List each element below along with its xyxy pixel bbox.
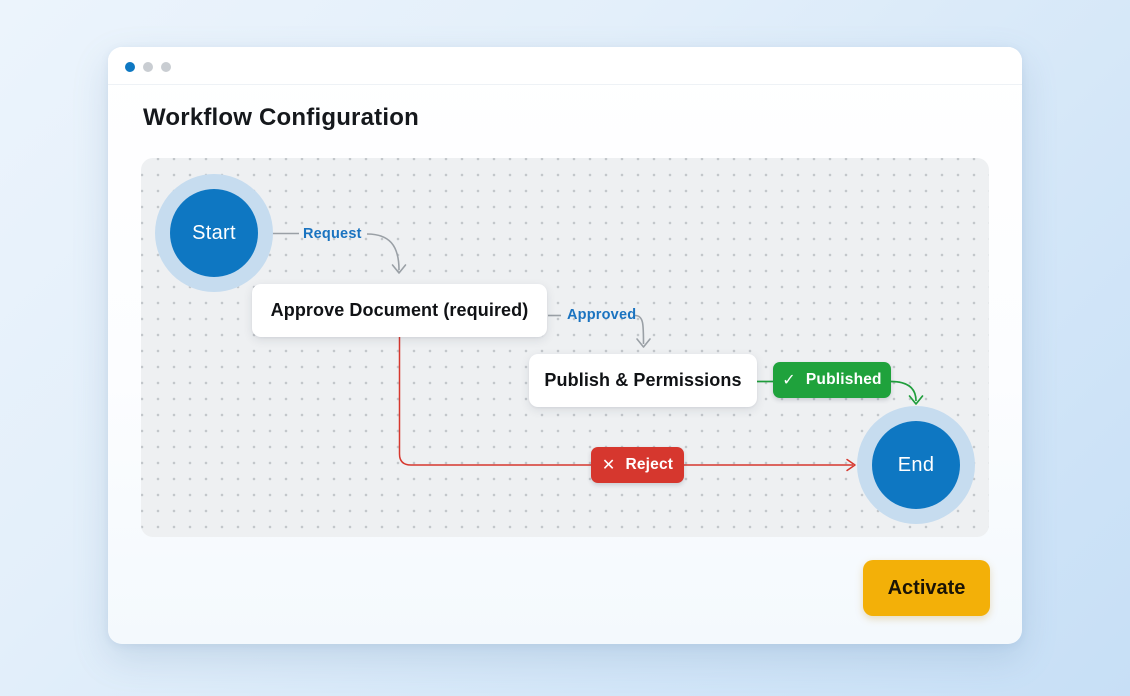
edge-approved-curve xyxy=(634,314,645,345)
node-start-label: Start xyxy=(192,221,236,244)
node-approve-document[interactable]: Approve Document (required) xyxy=(252,284,547,337)
x-icon: ✕ xyxy=(601,457,616,474)
node-approve-label: Approve Document (required) xyxy=(270,300,529,320)
workflow-config-window: Workflow Configuration Start Request xyxy=(108,47,1022,644)
edge-request-arrowhead xyxy=(391,264,407,274)
edge-published-arrowhead xyxy=(908,395,924,405)
node-publish-label: Publish & Permissions xyxy=(544,370,742,390)
window-titlebar xyxy=(108,47,1022,85)
activate-button[interactable]: Activate xyxy=(863,560,990,616)
edge-label-request: Request xyxy=(303,226,362,242)
check-icon: ✓ xyxy=(782,372,796,389)
workflow-canvas[interactable]: Start Request Approve Document (required… xyxy=(141,158,989,537)
edge-request-curve xyxy=(366,233,400,271)
badge-reject-label: Reject xyxy=(625,456,674,473)
badge-reject[interactable]: ✕ Reject xyxy=(591,447,684,483)
node-end[interactable]: End xyxy=(872,421,960,509)
window-dot[interactable] xyxy=(143,62,153,72)
badge-published[interactable]: ✓ Published xyxy=(773,362,891,398)
page-title: Workflow Configuration xyxy=(143,104,419,131)
workflow-edges xyxy=(262,232,924,472)
node-end-label: End xyxy=(897,453,935,476)
node-start[interactable]: Start xyxy=(170,189,258,277)
node-start-halo: Start xyxy=(155,174,273,292)
edge-label-approved: Approved xyxy=(567,307,637,323)
window-dot-active[interactable] xyxy=(125,62,135,72)
node-publish-permissions[interactable]: Publish & Permissions xyxy=(529,354,757,407)
window-dot[interactable] xyxy=(161,62,171,72)
node-end-halo: End xyxy=(857,406,975,524)
badge-published-label: Published xyxy=(805,371,882,388)
edge-published-curve xyxy=(890,380,917,402)
edge-reject-arrowhead xyxy=(846,458,856,472)
edge-approved-arrowhead xyxy=(636,338,651,348)
edge-reject-path xyxy=(398,337,853,466)
